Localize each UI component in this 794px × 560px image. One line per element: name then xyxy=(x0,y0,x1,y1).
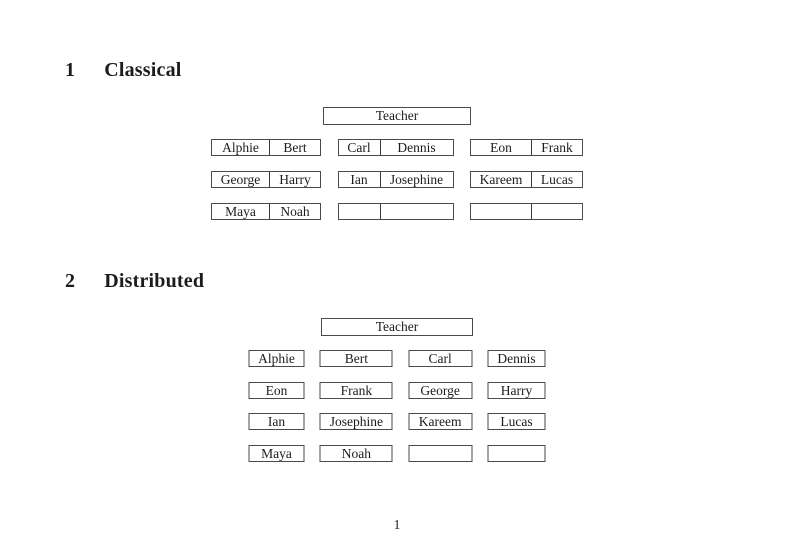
student-box: Bert xyxy=(319,350,393,367)
desk xyxy=(470,203,583,220)
desk: Kareem Lucas xyxy=(470,171,583,188)
desk-seat: Eon xyxy=(490,140,512,155)
desk xyxy=(337,203,454,220)
student-box: Dennis xyxy=(487,350,546,367)
desk-seat-empty xyxy=(379,204,453,219)
desk-seat: Kareem xyxy=(479,172,523,187)
student-box: Frank xyxy=(319,382,393,399)
desk: Carl Dennis xyxy=(337,139,454,156)
desk-seat: Ian xyxy=(350,172,368,187)
teacher-label: Teacher xyxy=(375,319,419,334)
desk-row: Eon Frank George Harry xyxy=(248,382,546,399)
desk-row: Ian Josephine Kareem Lucas xyxy=(248,413,546,430)
student-box: Lucas xyxy=(487,413,546,430)
page-number: 1 xyxy=(393,517,401,532)
section-heading-distributed: 2 Distributed xyxy=(65,269,204,293)
desk-row: Maya Noah xyxy=(211,203,583,220)
desk-seat: Carl xyxy=(347,140,371,155)
desk-row: George Harry Ian Josephine Kareem Lucas xyxy=(211,171,583,188)
desk-seat: Harry xyxy=(269,172,320,187)
desk-seat: Bert xyxy=(269,140,320,155)
student-box: George xyxy=(408,382,473,399)
desk-seat: Alphie xyxy=(222,140,259,155)
desk-seat-empty xyxy=(339,204,380,219)
section-heading-classical: 1 Classical xyxy=(65,58,182,82)
student-box: Alphie xyxy=(248,350,305,367)
student-box: Maya xyxy=(248,445,305,462)
desk-seat: Josephine xyxy=(379,172,453,187)
desk-row: Alphie Bert Carl Dennis Eon Frank xyxy=(211,139,583,156)
desk-seat: George xyxy=(220,172,261,187)
student-box: Eon xyxy=(248,382,305,399)
desk-row: Maya Noah xyxy=(248,445,546,462)
student-box: Josephine xyxy=(319,413,393,430)
student-box: Kareem xyxy=(408,413,473,430)
student-box: Ian xyxy=(248,413,305,430)
desk: Alphie Bert xyxy=(211,139,321,156)
desk: Maya Noah xyxy=(211,203,321,220)
teacher-box: Teacher xyxy=(321,318,473,336)
desk-seat: Dennis xyxy=(379,140,453,155)
desk-seat-empty xyxy=(531,204,582,219)
section-title: Distributed xyxy=(104,270,205,292)
student-box: Carl xyxy=(408,350,473,367)
desk-seat: Frank xyxy=(531,140,582,155)
section-number: 2 xyxy=(65,270,76,292)
desk: Eon Frank xyxy=(470,139,583,156)
student-box-empty xyxy=(487,445,546,462)
desk-row: Alphie Bert Carl Dennis xyxy=(248,350,546,367)
student-box: Noah xyxy=(319,445,393,462)
student-box: Harry xyxy=(487,382,546,399)
desk-seat: Noah xyxy=(269,204,320,219)
desk-seat: Maya xyxy=(225,204,256,219)
desk: George Harry xyxy=(211,171,321,188)
desk-seat: Lucas xyxy=(531,172,582,187)
teacher-label: Teacher xyxy=(375,108,419,123)
section-title: Classical xyxy=(104,59,182,81)
desk: Ian Josephine xyxy=(337,171,454,188)
student-box-empty xyxy=(408,445,473,462)
section-number: 1 xyxy=(65,59,76,81)
teacher-box: Teacher xyxy=(323,107,471,125)
desk-seat-empty xyxy=(471,204,531,219)
